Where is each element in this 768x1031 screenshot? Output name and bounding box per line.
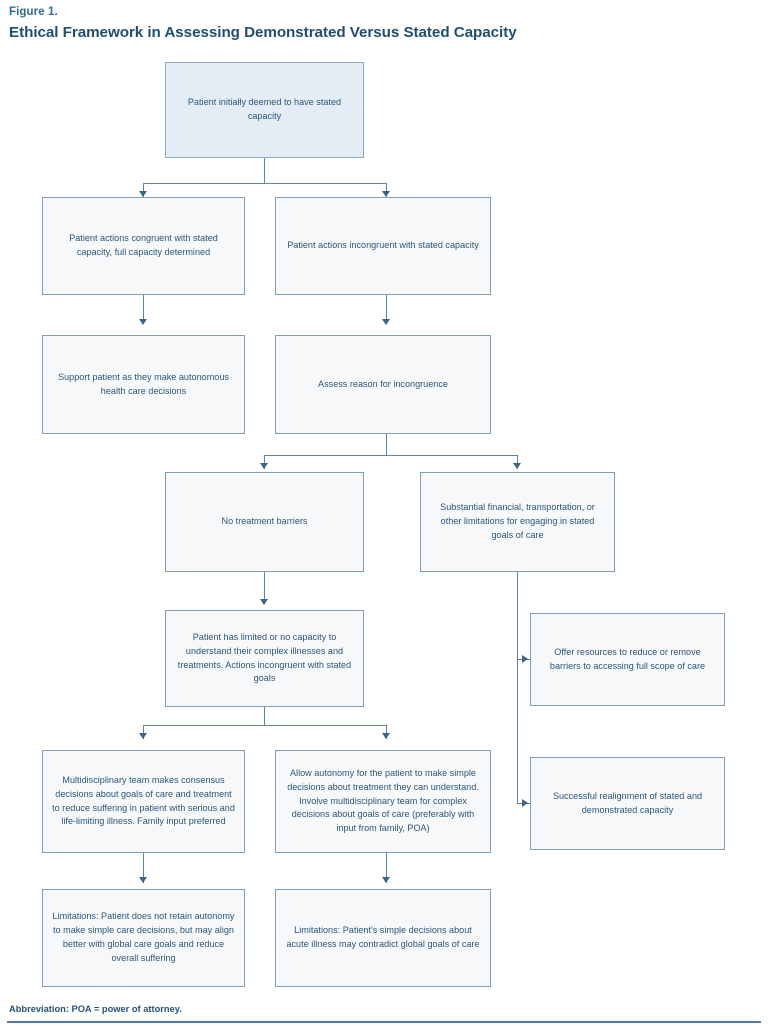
flow-node-text: Limitations: Patient does not retain aut… [52, 911, 235, 963]
connector-n8-left-drop [143, 725, 144, 739]
connector-n1-bus [143, 183, 386, 184]
connector-n5-left-drop [264, 455, 265, 469]
flow-node-text: Multidisciplinary team makes consensus d… [52, 774, 235, 827]
flow-node-limited-capacity[interactable]: Patient has limited or no capacity to un… [165, 610, 364, 707]
flow-node-text: No treatment barriers [221, 516, 308, 527]
connector-n8-right-drop [386, 725, 387, 739]
connector-n7-rail [517, 572, 518, 803]
arrow-to-n8 [260, 599, 268, 605]
connector-n5-stem [386, 434, 387, 455]
flow-node-multidisciplinary-consensus[interactable]: Multidisciplinary team makes consensus d… [42, 750, 245, 853]
flow-node-text: Offer resources to reduce or remove barr… [549, 646, 706, 671]
arrow-to-n13 [139, 877, 147, 883]
flow-node-actions-congruent[interactable]: Patient actions congruent with stated ca… [42, 197, 245, 295]
flow-node-limitations-contradict-goals[interactable]: Limitations: Patient's simple decisions … [275, 889, 491, 987]
flow-node-text: Substantial financial, transportation, o… [440, 502, 595, 540]
flow-node-text: Allow autonomy for the patient to make s… [287, 767, 479, 834]
arrow-to-n12 [522, 799, 528, 807]
arrow-to-n9 [522, 655, 528, 663]
flow-node-actions-incongruent[interactable]: Patient actions incongruent with stated … [275, 197, 491, 295]
flow-node-no-treatment-barriers[interactable]: No treatment barriers [165, 472, 364, 572]
connector-n5-right-drop [517, 455, 518, 469]
connector-n8-bus [143, 725, 386, 726]
flow-node-text: Limitations: Patient's simple decisions … [286, 925, 480, 949]
connector-n5-bus [264, 455, 518, 456]
arrow-to-n4 [139, 319, 147, 325]
page-title: Ethical Framework in Assessing Demonstra… [9, 24, 517, 41]
connector-n6-n8 [264, 572, 265, 604]
arrow-to-n14 [382, 877, 390, 883]
flow-node-text: Patient initially deemed to have stated … [187, 97, 342, 121]
flow-node-text: Support patient as they make autonomous … [58, 371, 229, 396]
abbreviation-note: Abbreviation: POA = power of attorney. [9, 1004, 182, 1014]
flow-node-text: Patient actions congruent with stated ca… [69, 233, 218, 257]
arrow-to-n3 [382, 191, 390, 197]
flow-node-text: Patient actions incongruent with stated … [287, 240, 479, 251]
flow-node-support-autonomous-decisions[interactable]: Support patient as they make autonomous … [42, 335, 245, 434]
flow-node-text: Assess reason for incongruence [318, 378, 448, 389]
figure-label: Figure 1. [9, 6, 58, 18]
flow-node-offer-resources[interactable]: Offer resources to reduce or remove barr… [530, 613, 725, 706]
footer-divider [7, 1021, 761, 1023]
connector-n8-stem [264, 707, 265, 725]
flow-node-limitations-no-autonomy[interactable]: Limitations: Patient does not retain aut… [42, 889, 245, 987]
flow-node-successful-realignment[interactable]: Successful realignment of stated and dem… [530, 757, 725, 850]
connector-n10-n13 [143, 853, 144, 883]
arrow-to-n5 [382, 319, 390, 325]
connector-n2-n4 [143, 295, 144, 324]
arrow-to-n6 [260, 463, 268, 469]
connector-n1-left-drop [143, 183, 144, 197]
arrow-to-n7 [513, 463, 521, 469]
flow-node-assess-reason[interactable]: Assess reason for incongruence [275, 335, 491, 434]
connector-n1-right-drop [386, 183, 387, 197]
arrow-to-n11 [382, 733, 390, 739]
flow-node-stated-capacity[interactable]: Patient initially deemed to have stated … [165, 62, 364, 158]
flow-node-text: Patient has limited or no capacity to un… [177, 631, 352, 684]
flow-node-substantial-limitations[interactable]: Substantial financial, transportation, o… [420, 472, 615, 572]
flow-node-allow-autonomy[interactable]: Allow autonomy for the patient to make s… [275, 750, 491, 853]
connector-n1-stem [264, 158, 265, 183]
arrow-to-n2 [139, 191, 147, 197]
connector-n3-n5 [386, 295, 387, 324]
connector-n11-n14 [386, 853, 387, 883]
arrow-to-n10 [139, 733, 147, 739]
flow-node-text: Successful realignment of stated and dem… [552, 790, 703, 815]
